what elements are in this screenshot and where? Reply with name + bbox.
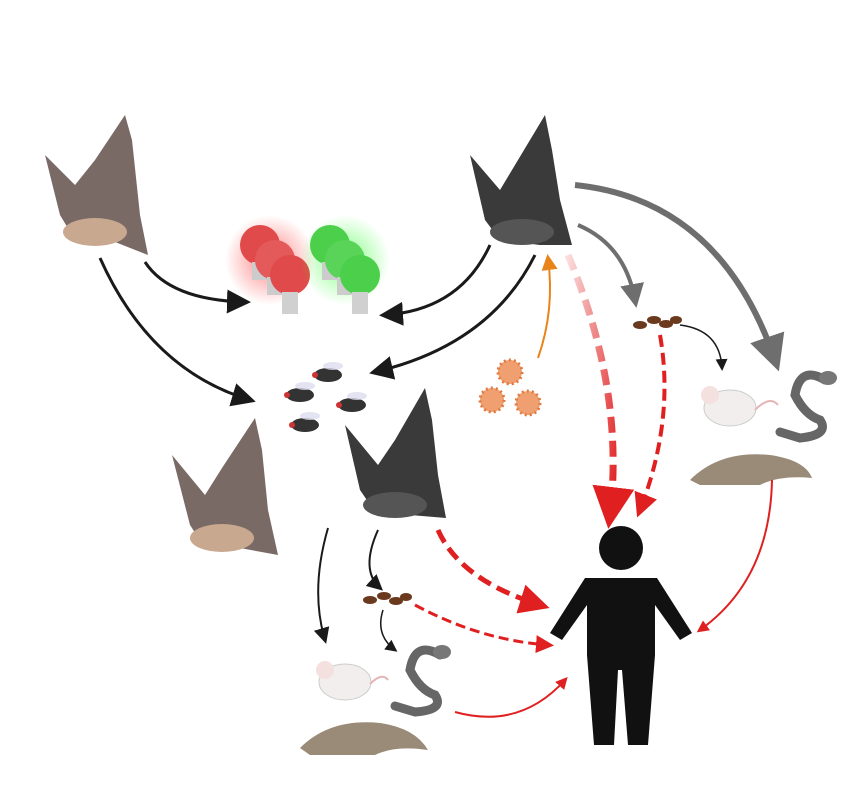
dark-bat-middle (345, 388, 446, 518)
arrow-virus-to-darkbat (537, 254, 558, 359)
arrow-bat-to-mouse (313, 527, 330, 644)
brown-bat-top-left (45, 115, 148, 255)
arrow-darkbat-to-guano (577, 223, 644, 308)
pangolin-top-right (690, 454, 812, 485)
red-light-bulbs (225, 215, 315, 314)
arrow-guano-to-mouse (679, 324, 728, 371)
green-light-bulbs (300, 215, 390, 314)
arrow-darkbat-to-flies (369, 254, 537, 380)
grey-arrows (574, 182, 785, 372)
arrow-darkbat-to-bulbs (379, 244, 492, 326)
mouse-top-right (701, 386, 779, 427)
arrow-snake-to-human (454, 677, 568, 718)
arrow-darkbat-to-human-1 (564, 253, 635, 529)
arrow-guano-to-snake (380, 609, 398, 652)
black-arrows (98, 244, 728, 652)
guano-bottom (363, 592, 412, 605)
snake-bottom (390, 645, 451, 717)
arrow-guano-to-human (634, 334, 667, 518)
human-figure (550, 526, 692, 745)
virus-particles (478, 358, 542, 417)
flies-insects (284, 362, 367, 432)
arrow-darkbat-to-human-2 (435, 528, 550, 614)
brown-bat-middle-left (172, 418, 278, 555)
mouse-bottom (316, 661, 389, 701)
dark-bat-top-right (470, 115, 572, 245)
arrow-bat-to-flies (98, 257, 256, 407)
arrow-bat-to-bulbs (143, 261, 251, 314)
arrow-guano-bottom-to-human (414, 603, 554, 654)
arrow-bat-to-guano (365, 529, 383, 591)
arrow-darkbat-to-snake (574, 182, 785, 372)
pangolin-bottom (300, 722, 428, 755)
red-arrows (414, 253, 773, 718)
guano-top-right (633, 316, 682, 329)
arrow-pangolin-to-human (696, 479, 773, 633)
snake-top-right (775, 370, 837, 443)
